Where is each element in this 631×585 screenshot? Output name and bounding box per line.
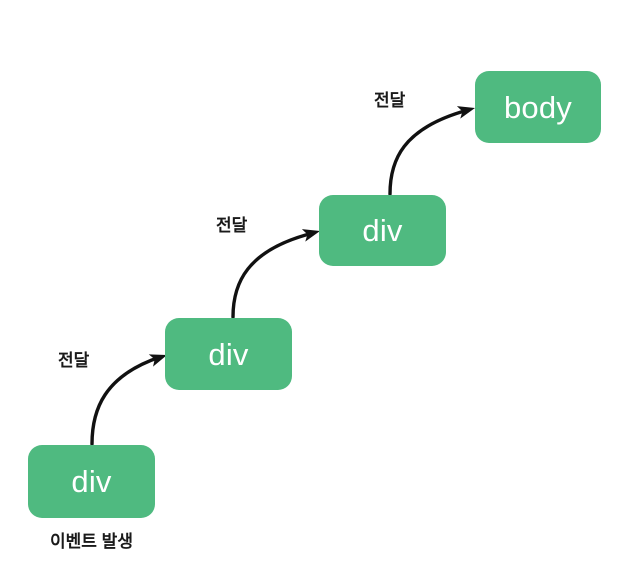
edge-path	[231, 231, 315, 319]
edge-path	[90, 355, 162, 446]
arrowhead-icon	[456, 106, 475, 119]
caption-event-occurs: 이벤트 발생	[50, 532, 133, 551]
edge-div3-to-body	[388, 106, 475, 196]
edge-label-propagate-1: 전달	[58, 351, 90, 370]
node-label: div	[208, 336, 249, 372]
edge-label-propagate-2: 전달	[216, 216, 248, 235]
edge-div2-to-div3	[231, 229, 320, 319]
node-div-3[interactable]: div	[319, 195, 446, 266]
node-label: div	[362, 213, 403, 248]
node-div-2[interactable]: div	[165, 318, 292, 390]
node-label: div	[71, 464, 112, 499]
edge-div1-to-div2	[90, 354, 167, 446]
edge-label-propagate-3: 전달	[374, 91, 406, 110]
node-body[interactable]: body	[475, 71, 601, 143]
node-div-1[interactable]: div	[28, 445, 155, 518]
edge-path	[388, 108, 470, 196]
node-label: body	[503, 89, 573, 125]
